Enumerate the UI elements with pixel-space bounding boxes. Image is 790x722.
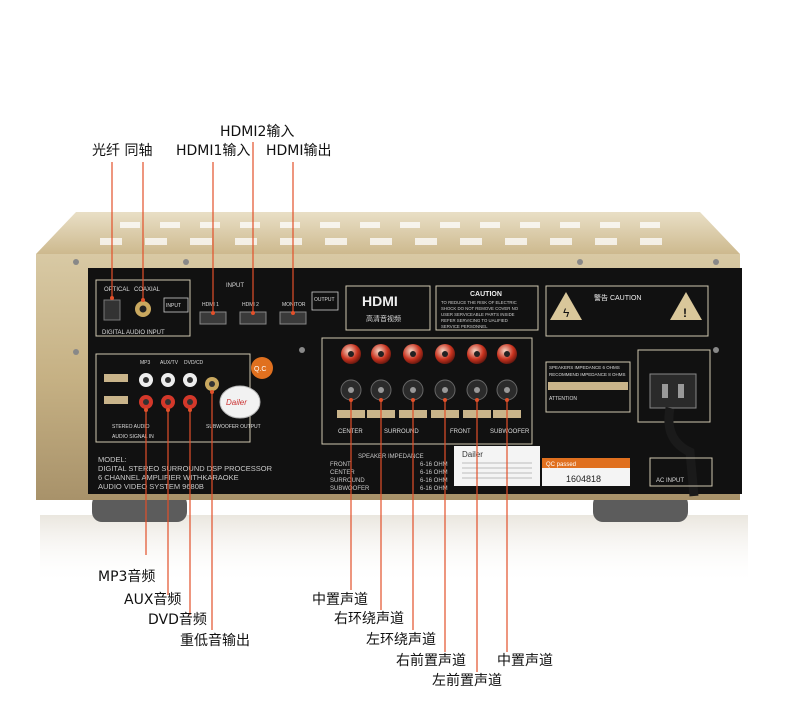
- qc-seal-label: Q.C: [254, 366, 266, 373]
- hdmi1-label: HDMI 1: [202, 302, 219, 308]
- callout-left-surround: 左环绕声道: [366, 632, 436, 648]
- speaker-terminal-box: [321, 337, 533, 445]
- exclamation-warning-icon: [670, 292, 702, 320]
- speakers-impedance: SPEAKERS IMPEDANCE 6 OHMS: [549, 365, 620, 370]
- power-cord: [664, 407, 699, 497]
- spec-label-brand: Dailer: [462, 450, 483, 459]
- hdmi-cn-label: 高清音视频: [366, 314, 401, 323]
- surround-label: SURROUND: [384, 429, 419, 435]
- callout-subwoofer-out: 重低音输出: [180, 633, 250, 649]
- callout-center-a: 中置声道: [312, 592, 368, 608]
- ac-input-label-box: [649, 457, 713, 487]
- caution-line: TO REDUCE THE RISK OF ELECTRIC: [441, 300, 517, 305]
- imp-value: 6-16 OHM: [420, 478, 448, 484]
- exclamation-glyph: !: [683, 306, 687, 320]
- stereo-audio-label: STEREO AUDIO: [112, 424, 150, 430]
- callout-optical-coaxial: 光纤 同轴: [92, 143, 153, 159]
- floor-reflection: [40, 515, 748, 585]
- callout-lines: [111, 142, 508, 672]
- callout-hdmi1-in: HDMI1输入: [176, 143, 251, 159]
- ac-box: [637, 349, 711, 423]
- ac-socket: [649, 373, 697, 409]
- brand-sticker: [219, 385, 261, 419]
- digital-input-label: DIGITAL AUDIO INPUT: [102, 330, 165, 336]
- impedance-heading: SPEAKER IMPEDANCE: [358, 454, 424, 460]
- specs-box: [545, 361, 631, 413]
- hdmi-output-tag: OUTPUT: [314, 297, 335, 303]
- foot-right: [593, 494, 688, 522]
- model-line-4: AUDIO VIDEO SYSTEM 9680B: [98, 482, 204, 491]
- monitor-label: MONITOR: [282, 302, 306, 308]
- foot-left: [92, 494, 187, 522]
- callout-mp3: MP3音频: [98, 569, 156, 585]
- caution-title: CAUTION: [470, 291, 502, 298]
- warning-box: [545, 285, 709, 337]
- callout-right-front: 右前置声道: [396, 653, 466, 669]
- callout-hdmi2-in: HDMI2输入: [220, 124, 295, 140]
- imp-center: CENTER: [330, 470, 355, 476]
- callout-dots: [110, 296, 509, 412]
- mp3-label: MP3: [140, 360, 151, 366]
- screws: [73, 259, 719, 355]
- imp-front: FRONT: [330, 462, 351, 468]
- caution-line: SHOCK DO NOT REMOVE COVER NO: [441, 306, 519, 311]
- subwoofer-label: SUBWOOFER: [490, 429, 530, 435]
- lid-vents: [100, 222, 662, 245]
- qc-passed-label: QC passed: [546, 462, 576, 468]
- input-tag: INPUT: [166, 303, 181, 309]
- speaker-binding-posts: [340, 344, 518, 401]
- caution-line: REFER SERVICING TO UALIFIED: [441, 318, 508, 323]
- serial-number: 1604818: [566, 474, 601, 484]
- model-line-2: DIGITAL STEREO SURROUND DSP PROCESSOR: [98, 464, 273, 473]
- imp-subwoofer: SUBWOOFER: [330, 486, 370, 492]
- brand-sticker-label: Dailer: [226, 398, 247, 407]
- hdmi-input-label: INPUT: [226, 283, 244, 289]
- spec-label-lines: [462, 462, 532, 479]
- model-line-1: MODEL:: [98, 455, 127, 464]
- lightning-glyph: ϟ: [563, 306, 570, 320]
- audio-signal-in-label: AUDIO SIGNAL IN: [112, 434, 154, 440]
- attention-label: ATTENTION: [549, 396, 577, 402]
- aux-label: AUX/TV: [160, 360, 179, 366]
- imp-value: 6-16 OHM: [420, 486, 448, 492]
- ac-input-label: AC INPUT: [656, 478, 684, 484]
- imp-value: 6-16 OHM: [420, 470, 448, 476]
- hdmi-logo: HDMI: [362, 293, 398, 309]
- chassis-top: [36, 212, 740, 254]
- optical-port: [103, 299, 121, 321]
- lightning-warning-icon: [550, 292, 582, 320]
- hdmi-logo-box: [345, 285, 431, 331]
- caution-line: SERVICE PERSONNEL: [441, 324, 488, 329]
- callout-aux: AUX音频: [124, 592, 182, 608]
- caution-box: [435, 285, 539, 331]
- front-label: FRONT: [450, 429, 471, 435]
- callout-dvd: DVD音频: [148, 612, 207, 628]
- callout-hdmi-out: HDMI输出: [266, 143, 332, 159]
- callout-center-b: 中置声道: [497, 653, 553, 669]
- imp-value: 6-16 OHM: [420, 462, 448, 468]
- rca-jacks: [139, 373, 219, 409]
- recommend-impedance: RECOMMEND IMPEDANCE 8 OHMS: [549, 372, 626, 377]
- hdmi2-label: HDMI 2: [242, 302, 259, 308]
- warning-title: 警告 CAUTION: [594, 293, 641, 302]
- optical-label: OPTICAL: [104, 287, 130, 293]
- spec-label: [454, 446, 540, 486]
- callout-right-surround: 右环绕声道: [334, 611, 404, 627]
- coaxial-label: COAXIAL: [134, 287, 161, 293]
- imp-surround: SURROUND: [330, 478, 365, 484]
- dvd-label: DVD/CD: [184, 360, 204, 366]
- qc-seal: [251, 357, 273, 379]
- caution-line: USER SERVICEABLE PARTS INSIDE: [441, 312, 515, 317]
- callout-left-front: 左前置声道: [432, 673, 502, 689]
- subwoofer-output-label: SUBWOOFER OUTPUT: [206, 424, 261, 430]
